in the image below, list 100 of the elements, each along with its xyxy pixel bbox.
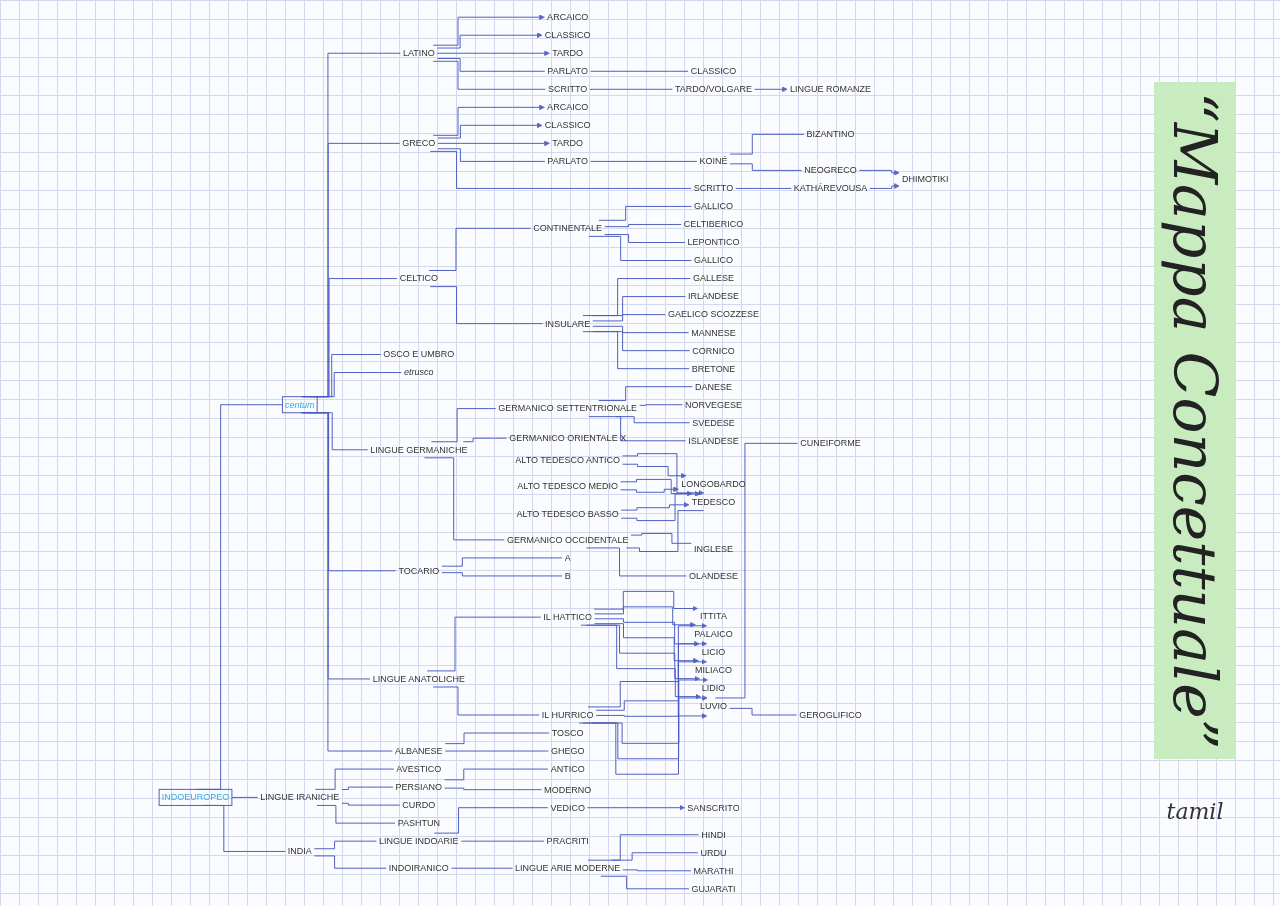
node-text: INDIA xyxy=(287,846,312,857)
node-text: IL HURRICO xyxy=(541,709,594,720)
connector xyxy=(728,707,797,716)
node-text: CLASSICO xyxy=(544,119,591,131)
connector xyxy=(432,60,546,90)
node-text: LICIO xyxy=(701,646,726,657)
connector xyxy=(585,547,687,577)
node-text: GERMANICO OCCIDENTALE xyxy=(506,534,629,545)
node-text: PERSIANO xyxy=(395,781,442,792)
connector xyxy=(587,834,699,861)
node-text: DHIMOTIKI xyxy=(901,173,949,185)
node-text: TEDESCO xyxy=(691,497,736,508)
connector xyxy=(589,160,698,162)
node-text: TARDO xyxy=(552,47,583,59)
node-text: OLANDESE xyxy=(688,570,738,581)
node-text: SCRITTO xyxy=(693,182,734,194)
node-text: MODERNO xyxy=(543,784,592,795)
node-text: BRETONE xyxy=(691,363,736,374)
node-text: PARLATO xyxy=(547,65,588,77)
connector xyxy=(735,187,792,189)
node-text: SCRITTO xyxy=(547,83,588,95)
connector xyxy=(313,855,387,869)
connector xyxy=(231,796,258,798)
connector xyxy=(604,224,682,228)
node-text: INDOIRANICO xyxy=(388,862,449,874)
connector xyxy=(444,750,549,752)
node-text: LINGUE ANATOLICHE xyxy=(372,673,465,684)
connector xyxy=(444,768,549,781)
node-text: GHEGO xyxy=(550,745,585,756)
connector xyxy=(611,852,699,861)
connector xyxy=(450,867,513,869)
node-text: NORVEGESE xyxy=(684,399,742,410)
node-text: MARATHI xyxy=(693,865,734,876)
connector xyxy=(437,148,546,162)
connector xyxy=(600,875,690,890)
node-text: GAELICO SCOZZESE xyxy=(667,309,759,320)
connector xyxy=(589,70,689,72)
node-text: TARDO xyxy=(552,137,583,149)
connector xyxy=(582,278,691,317)
connector xyxy=(462,437,507,443)
connector xyxy=(341,786,394,790)
node-text: TOCARIO xyxy=(398,565,440,576)
node-text: GERMANICO SETTENTRIONALE xyxy=(498,403,637,414)
node-text: LINGUE GERMANICHE xyxy=(370,444,468,455)
node-text: AVESTICO xyxy=(396,763,442,774)
node-text: ARCAICO xyxy=(546,101,589,113)
node-text: INGLESE xyxy=(693,543,733,554)
node-text: NEOGRECO xyxy=(804,164,857,176)
node-text: ARCAICO xyxy=(546,11,589,23)
node-text: ANTICO xyxy=(550,763,585,774)
connector xyxy=(592,325,689,334)
node-text: SANSCRITO xyxy=(687,802,740,813)
connector xyxy=(341,802,401,806)
node-text: OSCO E UMBRO xyxy=(383,349,455,360)
node-text: IRLANDESE xyxy=(687,291,739,302)
connector xyxy=(582,331,690,370)
connector xyxy=(441,557,563,567)
connector xyxy=(429,286,543,325)
connector xyxy=(625,510,704,552)
title: “Mappa Concettuale” xyxy=(1154,81,1236,760)
node-text: A xyxy=(564,552,571,563)
connector xyxy=(622,869,692,872)
connector xyxy=(714,442,798,699)
connector xyxy=(430,408,497,443)
node-text: TARDO/VOLGARE xyxy=(674,83,752,95)
connector xyxy=(598,205,692,221)
connector xyxy=(316,804,396,824)
connector xyxy=(592,296,686,317)
node-text: PALAICO xyxy=(694,628,733,639)
connector xyxy=(638,404,683,406)
connector xyxy=(588,416,686,442)
node-text: etrusco xyxy=(403,367,434,378)
node-box: INDOEUROPEO xyxy=(158,788,233,806)
node-text: HINDI xyxy=(701,829,726,840)
node-text: CUNEIFORME xyxy=(800,437,861,449)
node-text: ALTO TEDESCO MEDIO xyxy=(517,480,618,491)
connector xyxy=(604,234,686,243)
node-text: ITTITA xyxy=(699,610,727,621)
connector xyxy=(444,732,550,745)
node-text: CELTICO xyxy=(399,273,438,284)
connector xyxy=(589,88,673,90)
node-text: CLASSICO xyxy=(544,29,591,41)
connector xyxy=(313,840,377,850)
node-text: ALTO TEDESCO BASSO xyxy=(516,508,619,519)
node-text: BIZANTINO xyxy=(806,128,855,140)
node-text: PASHTUN xyxy=(397,817,440,828)
node-text: IL HATTICO xyxy=(543,611,592,622)
node-text: URDU xyxy=(700,847,727,858)
connector xyxy=(729,133,805,155)
node-text: CONTINENTALE xyxy=(533,222,602,234)
note-label: tamil xyxy=(1166,799,1224,825)
node-text: DANESE xyxy=(694,381,732,392)
node-text: LINGUE ARIE MODERNE xyxy=(514,862,621,874)
node-text: LINGUE INDOARIE xyxy=(378,835,459,846)
node-text: MANNESE xyxy=(691,327,736,338)
connector xyxy=(426,616,542,672)
connector xyxy=(433,807,549,834)
node-text: ISLANDESE xyxy=(688,435,739,446)
node-text: PRACRITI xyxy=(546,835,589,846)
connector xyxy=(598,386,693,402)
